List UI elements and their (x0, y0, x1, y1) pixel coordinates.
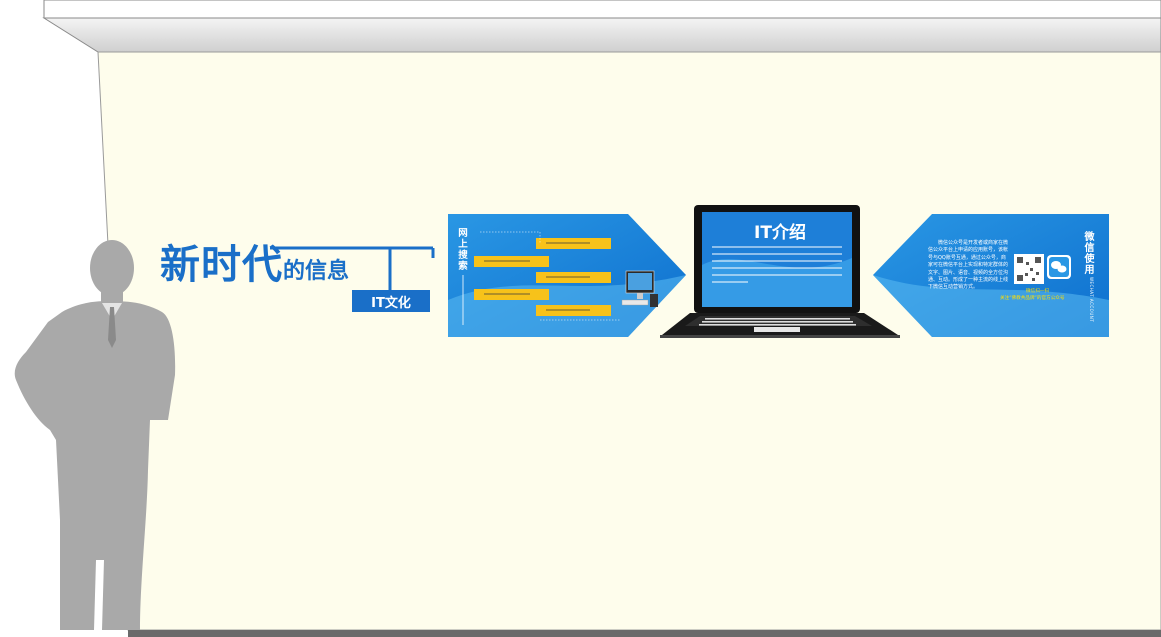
wechat-logo-icon (1047, 255, 1071, 279)
qr-caption: 微信扫一扫 (1026, 289, 1049, 294)
it-culture-label: IT文化 (352, 290, 430, 312)
wall (97, 51, 1161, 631)
search-steps (474, 238, 611, 316)
headline-main: 新时代 (160, 242, 283, 288)
wechat-panel (873, 214, 1109, 337)
ceiling (42, 0, 1161, 53)
search-panel (448, 214, 686, 337)
search-panel-title: 网上搜索 (458, 228, 468, 272)
wechat-english-label: WECHAT ACCOUNT (1089, 277, 1094, 323)
wechat-panel-body: 微信公众号是开发者或商家在微信公众平台上申请的应用账号，该帐号与QQ账号互通，通… (928, 240, 1009, 291)
desktop-computer-icon (621, 270, 658, 307)
person-silhouette (14, 240, 176, 630)
page-headline: 新时代的信息 (160, 232, 349, 290)
title-connector (270, 246, 435, 290)
laptop-illustration (660, 205, 900, 338)
floor-edge (128, 630, 1161, 637)
person-shirt-detail (102, 303, 122, 348)
follow-caption: 关注“佛教共品牌”的官方公众号 (1000, 296, 1065, 301)
wechat-panel-title: 微信使用 (1084, 232, 1095, 276)
laptop-screen-title: IT介绍 (754, 223, 806, 243)
headline-sub: 的信息 (283, 259, 350, 284)
